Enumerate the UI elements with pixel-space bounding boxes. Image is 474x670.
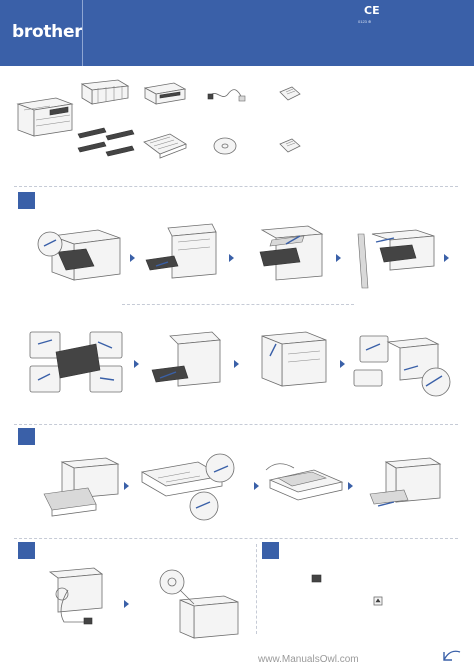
step-arrow <box>124 482 129 490</box>
step-arrow <box>130 254 135 262</box>
step1-pull-tape <box>357 229 435 289</box>
quick-guide-illustration <box>279 86 301 101</box>
printer-illustration <box>16 97 74 137</box>
brand-logo: brother <box>12 22 83 42</box>
step-2-marker <box>18 428 35 445</box>
section-rule <box>14 538 458 539</box>
section-rule <box>14 424 458 425</box>
step1-remove-packing <box>259 225 324 281</box>
control-panel-icon <box>311 574 322 583</box>
section-rule <box>14 186 458 187</box>
step-arrow <box>348 482 353 490</box>
ce-subtext: 0123 ⊕ <box>358 19 372 24</box>
back-arrow-icon[interactable] <box>440 646 462 664</box>
step-1-marker <box>18 192 35 209</box>
step-4-marker <box>262 542 279 559</box>
header-divider <box>82 0 83 66</box>
ce-mark: CE <box>364 4 380 17</box>
watermark: www.ManualsOwl.com <box>258 654 359 665</box>
toner-cartridges-illustration <box>77 127 135 157</box>
step-arrow <box>234 360 239 368</box>
step-arrow <box>229 254 234 262</box>
step-arrow <box>124 600 129 608</box>
cd-rom-illustration <box>213 137 237 155</box>
step-arrow <box>134 360 139 368</box>
step2-pull-paper-tray <box>43 457 120 517</box>
power-cord-illustration <box>207 89 246 102</box>
step-arrow <box>340 360 345 368</box>
step-3-marker <box>18 542 35 559</box>
header-band <box>0 0 474 66</box>
step-arrow <box>444 254 449 262</box>
drum-unit-illustration <box>143 82 187 105</box>
home-icon <box>373 596 383 606</box>
step3-power-on <box>159 569 239 639</box>
vertical-divider <box>256 544 257 634</box>
safety-guide-illustration <box>279 138 301 153</box>
step1-open-front-cover <box>37 229 121 281</box>
step2-insert-tray <box>369 457 442 507</box>
toner-cartridge-set <box>80 79 130 105</box>
step1-remove-drum <box>145 223 217 279</box>
step-arrow <box>336 254 341 262</box>
sub-rule <box>122 304 354 305</box>
step2-load-paper <box>265 463 344 501</box>
step1-belt-detail <box>353 335 451 397</box>
step2-adjust-guides <box>140 453 235 521</box>
step3-connect-power-cord <box>48 567 104 625</box>
step1-remove-orange-parts <box>29 331 123 393</box>
step-arrow <box>254 482 259 490</box>
step1-close-front-cover <box>261 331 327 387</box>
belt-unit-illustration <box>143 133 187 159</box>
step1-reinsert-drum <box>151 331 221 387</box>
